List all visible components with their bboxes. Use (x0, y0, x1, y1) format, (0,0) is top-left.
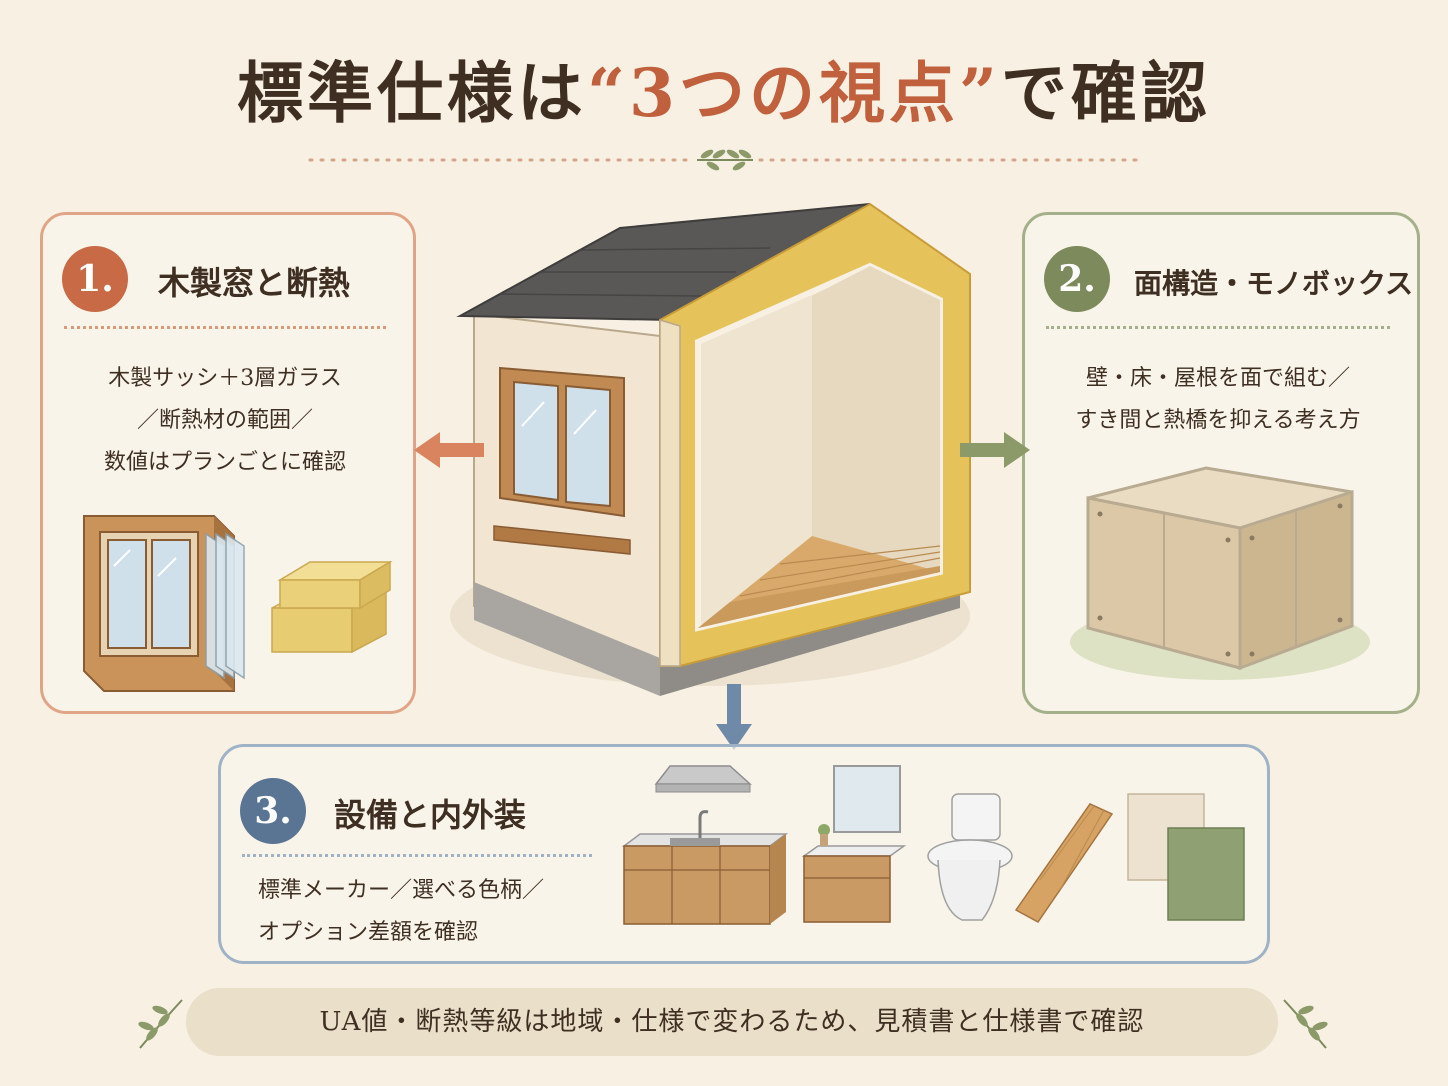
title-prefix: 標準仕様は (237, 54, 588, 132)
panel-2-line-1: 壁・床・屋根を面で組む／ (1085, 366, 1350, 391)
panel-1-line-2: ／断熱材の範囲／ (136, 408, 313, 433)
title-suffix: で確認 (1000, 54, 1211, 132)
panel-3-description: 標準メーカー／選べる色柄／ オプション差額を確認 (258, 870, 544, 954)
range-hood-icon (654, 765, 752, 793)
panel-3-line-1: 標準メーカー／選べる色柄／ (258, 878, 545, 903)
arrow-left-icon (414, 432, 484, 468)
wash-basin-icon (801, 765, 907, 923)
panel-3-heading: 設備と内外装 (334, 796, 527, 834)
panel-3-divider (242, 854, 592, 857)
kitchen-counter-icon (621, 810, 789, 925)
title-highlight: “3つの視点” (587, 54, 1001, 132)
house-cutaway-illustration (450, 202, 971, 696)
leaf-sprig-icon (1283, 999, 1328, 1049)
leaf-sprig-icon (138, 999, 183, 1049)
toilet-icon (927, 793, 1013, 921)
monobox-illustration (1070, 466, 1370, 680)
title-divider (308, 149, 1142, 171)
equipment-illustrations (621, 765, 1245, 925)
panel-2-number-badge: 2. (1044, 246, 1110, 312)
footer-note: UA値・断熱等級は地域・仕様で変わるため、見積書と仕様書で確認 (319, 1007, 1145, 1037)
wood-flooring-sample-icon (1014, 803, 1114, 923)
panel-1-line-3: 数値はプランごとに確認 (103, 450, 346, 475)
panel-1-number-badge: 1. (62, 246, 128, 312)
triple-glazed-window-illustration (83, 515, 245, 692)
page-title: 標準仕様は“3つの視点”で確認 (0, 48, 1448, 138)
panel-2-heading: 面構造・モノボックス (1134, 267, 1414, 300)
panel-1-heading: 木製窓と断熱 (158, 264, 351, 302)
panel-1-line-1: 木製サッシ＋3層ガラス (108, 366, 342, 391)
arrow-down-icon (716, 684, 752, 750)
footer-note-bar (186, 988, 1278, 1056)
panel-1-divider (64, 326, 386, 329)
insulation-batts-illustration (271, 560, 393, 654)
panel-2-divider (1046, 326, 1390, 329)
wallpaper-sample-icon (1127, 793, 1245, 921)
panel-3-line-2: オプション差額を確認 (258, 920, 479, 945)
panel-3-number-badge: 3. (240, 778, 306, 844)
panel-2-line-2: すき間と熱橋を抑える考え方 (1075, 408, 1361, 433)
panel-1-description: 木製サッシ＋3層ガラス ／断熱材の範囲／ 数値はプランごとに確認 (40, 358, 410, 484)
panel-2-description: 壁・床・屋根を面で組む／ すき間と熱橋を抑える考え方 (1022, 358, 1414, 442)
arrow-right-icon (960, 432, 1030, 468)
leaf-sprig-icon (697, 149, 753, 171)
